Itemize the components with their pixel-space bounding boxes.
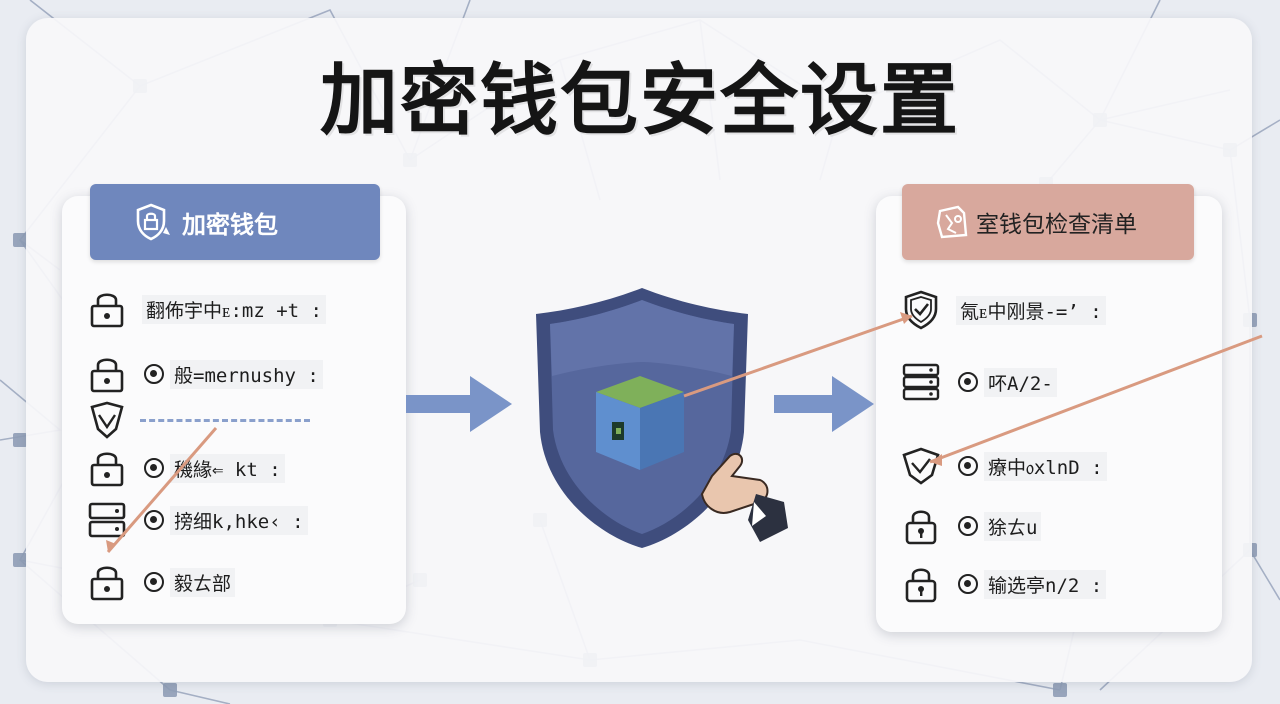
wallet-checklist-header: 室钱包检查清单 bbox=[902, 184, 1194, 260]
list-item: 狳ㄊu bbox=[900, 504, 1042, 548]
list-item-text: 吥A/2- bbox=[984, 367, 1057, 397]
list-item-text: 输选亭n/2 : bbox=[984, 569, 1107, 599]
list-item: ⁠般=mernushy : bbox=[86, 352, 323, 396]
list-item: 毅ㄊ部 bbox=[86, 560, 236, 604]
server-icon bbox=[902, 363, 940, 401]
shield-check-icon bbox=[90, 401, 124, 439]
list-item-text: 氝ᴇ中刚景-=’ : bbox=[956, 295, 1106, 325]
list-item-text: 搒细k,hke‹ : bbox=[170, 505, 308, 535]
bullet-icon bbox=[958, 574, 978, 594]
padlock-icon bbox=[90, 566, 124, 601]
bullet-icon bbox=[144, 510, 164, 530]
list-item-text: ⁠般=mernushy : bbox=[170, 359, 323, 389]
dashed-divider bbox=[140, 418, 310, 422]
list-item: 氝ᴇ中刚景-=’ : bbox=[900, 288, 1106, 332]
list-item-text: 狳ㄊu bbox=[984, 511, 1042, 541]
cube-icon bbox=[596, 376, 684, 470]
padlock-icon bbox=[90, 358, 124, 393]
list-item: 穖緣⇐ kt : bbox=[86, 446, 285, 490]
wallet-crack-icon bbox=[936, 205, 968, 239]
list-item: 療中᥆xlnD : bbox=[900, 444, 1107, 488]
list-item: 搒细k,hke‹ : bbox=[86, 498, 308, 542]
bullet-icon bbox=[144, 458, 164, 478]
crypto-wallet-header-label: 加密钱包 bbox=[182, 210, 278, 239]
pointing-hand-icon bbox=[700, 452, 788, 542]
center-illustration bbox=[406, 288, 874, 548]
shield-lock-icon bbox=[136, 203, 170, 241]
crypto-wallet-panel: 加密钱包 翻佈宇中ᴇ:mz +t : ⁠般=mernushy : bbox=[62, 184, 406, 624]
list-item-text: 毅ㄊ部 bbox=[170, 567, 236, 597]
bullet-icon bbox=[958, 456, 978, 476]
wallet-checklist-panel: 室钱包检查清单 氝ᴇ中刚景-=’ : 吥A/2- 療中᥆xlnD : bbox=[876, 184, 1222, 632]
list-item-text: 穖緣⇐ kt : bbox=[170, 453, 285, 483]
server-icon bbox=[88, 502, 126, 538]
bullet-icon bbox=[958, 372, 978, 392]
list-item: 输选亭n/2 : bbox=[900, 562, 1107, 606]
list-item: 翻佈宇中ᴇ:mz +t : bbox=[86, 287, 326, 331]
bullet-icon bbox=[958, 516, 978, 536]
padlock-icon bbox=[905, 510, 937, 545]
wallet-checklist-header-label: 室钱包检查清单 bbox=[976, 212, 1137, 238]
list-item: 吥A/2- bbox=[900, 360, 1057, 404]
bullet-icon bbox=[144, 364, 164, 384]
crypto-wallet-header: 加密钱包 bbox=[90, 184, 380, 260]
arrow-left-to-shield bbox=[406, 376, 512, 432]
bullet-icon bbox=[144, 572, 164, 592]
padlock-icon bbox=[90, 293, 124, 328]
list-item bbox=[86, 398, 310, 442]
padlock-icon bbox=[905, 568, 937, 603]
page-title: 加密钱包安全设置 bbox=[319, 56, 960, 146]
padlock-icon bbox=[90, 452, 124, 487]
shield-check-icon bbox=[902, 447, 940, 485]
list-item-text: 翻佈宇中ᴇ:mz +t : bbox=[142, 294, 326, 324]
shield-check-icon bbox=[904, 290, 938, 330]
arrow-shield-to-right bbox=[774, 376, 874, 432]
list-item-text: 療中᥆xlnD : bbox=[984, 451, 1107, 481]
